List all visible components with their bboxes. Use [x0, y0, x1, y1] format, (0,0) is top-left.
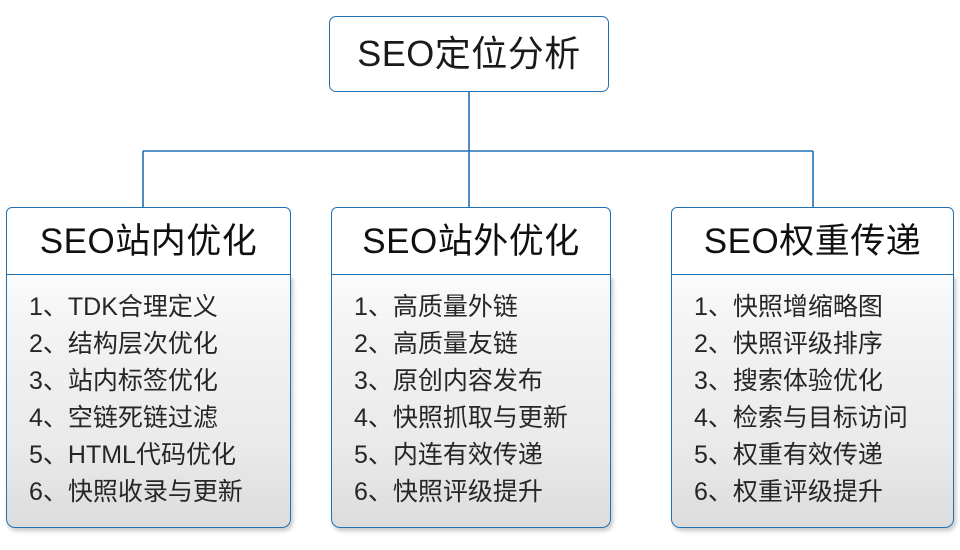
list-item: 6、 快照收录与更新	[29, 474, 290, 511]
list-item: 1、 快照增缩略图	[694, 289, 953, 326]
root-node-label: SEO定位分析	[357, 33, 581, 74]
list-item-text: 检索与目标访问	[732, 404, 908, 432]
list-item-index: 4、	[29, 404, 68, 432]
branch-header-1[interactable]: SEO站外优化	[331, 207, 611, 275]
list-item: 1、 高质量外链	[354, 289, 610, 326]
list-item-index: 5、	[694, 441, 733, 469]
list-item-index: 5、	[29, 441, 68, 469]
branch-column-1: SEO站外优化 1、 高质量外链 2、 高质量友链 3、 原创内容发布 4、 快	[331, 207, 611, 528]
list-item-text: 原创内容发布	[392, 367, 543, 395]
list-item: 4、 空链死链过滤	[29, 400, 290, 437]
list-item-index: 6、	[354, 478, 393, 506]
branch-header-0[interactable]: SEO站内优化	[6, 207, 291, 275]
list-item-index: 2、	[354, 330, 393, 358]
list-item-text: 内连有效传递	[392, 441, 543, 469]
list-item: 5、 内连有效传递	[354, 437, 610, 474]
list-item: 2、 结构层次优化	[29, 326, 290, 363]
branch-item-list-1: 1、 高质量外链 2、 高质量友链 3、 原创内容发布 4、 快照抓取与更新 5…	[332, 289, 610, 511]
list-item-index: 1、	[694, 293, 733, 321]
list-item-text: 快照抓取与更新	[392, 404, 568, 432]
branch-header-2[interactable]: SEO权重传递	[671, 207, 954, 275]
list-item-text: 快照收录与更新	[67, 478, 243, 506]
list-item-text: 搜索体验优化	[732, 367, 883, 395]
list-item: 4、 快照抓取与更新	[354, 400, 610, 437]
list-item: 4、 检索与目标访问	[694, 400, 953, 437]
branch-column-2: SEO权重传递 1、 快照增缩略图 2、 快照评级排序 3、 搜索体验优化 4、	[671, 207, 954, 528]
list-item-text: HTML代码优化	[67, 441, 236, 469]
list-item-text: 快照增缩略图	[732, 293, 883, 321]
list-item-text: 高质量友链	[392, 330, 518, 358]
list-item-index: 4、	[354, 404, 393, 432]
list-item: 3、 原创内容发布	[354, 363, 610, 400]
list-item-index: 5、	[354, 441, 393, 469]
list-item-index: 3、	[694, 367, 733, 395]
list-item-text: 权重评级提升	[732, 478, 883, 506]
list-item-text: 空链死链过滤	[67, 404, 218, 432]
list-item-index: 1、	[354, 293, 393, 321]
list-item-index: 2、	[694, 330, 733, 358]
list-item-index: 2、	[29, 330, 68, 358]
branch-item-list-0: 1、 TDK合理定义 2、 结构层次优化 3、 站内标签优化 4、 空链死链过滤…	[7, 289, 290, 511]
list-item: 3、 站内标签优化	[29, 363, 290, 400]
list-item-index: 1、	[29, 293, 68, 321]
list-item: 2、 高质量友链	[354, 326, 610, 363]
list-item: 1、 TDK合理定义	[29, 289, 290, 326]
list-item-text: 快照评级提升	[392, 478, 543, 506]
branch-column-0: SEO站内优化 1、 TDK合理定义 2、 结构层次优化 3、 站内标签优化 4…	[6, 207, 291, 528]
list-item-index: 3、	[29, 367, 68, 395]
list-item-text: 权重有效传递	[732, 441, 883, 469]
list-item: 3、 搜索体验优化	[694, 363, 953, 400]
branch-body-2: 1、 快照增缩略图 2、 快照评级排序 3、 搜索体验优化 4、 检索与目标访问…	[671, 275, 954, 528]
list-item-text: 站内标签优化	[67, 367, 218, 395]
list-item: 5、 HTML代码优化	[29, 437, 290, 474]
list-item: 6、 快照评级提升	[354, 474, 610, 511]
branch-item-list-2: 1、 快照增缩略图 2、 快照评级排序 3、 搜索体验优化 4、 检索与目标访问…	[672, 289, 953, 511]
list-item: 2、 快照评级排序	[694, 326, 953, 363]
branch-body-1: 1、 高质量外链 2、 高质量友链 3、 原创内容发布 4、 快照抓取与更新 5…	[331, 275, 611, 528]
list-item: 6、 权重评级提升	[694, 474, 953, 511]
branch-header-label-2: SEO权重传递	[703, 221, 922, 261]
branch-header-label-0: SEO站内优化	[39, 221, 258, 261]
list-item-text: 结构层次优化	[67, 330, 218, 358]
list-item-index: 3、	[354, 367, 393, 395]
branch-header-label-1: SEO站外优化	[362, 221, 580, 261]
list-item: 5、 权重有效传递	[694, 437, 953, 474]
branch-body-0: 1、 TDK合理定义 2、 结构层次优化 3、 站内标签优化 4、 空链死链过滤…	[6, 275, 291, 528]
root-node[interactable]: SEO定位分析	[329, 16, 609, 92]
list-item-index: 6、	[29, 478, 68, 506]
list-item-index: 4、	[694, 404, 733, 432]
list-item-text: TDK合理定义	[67, 293, 218, 321]
list-item-text: 高质量外链	[392, 293, 518, 321]
list-item-index: 6、	[694, 478, 733, 506]
list-item-text: 快照评级排序	[732, 330, 883, 358]
